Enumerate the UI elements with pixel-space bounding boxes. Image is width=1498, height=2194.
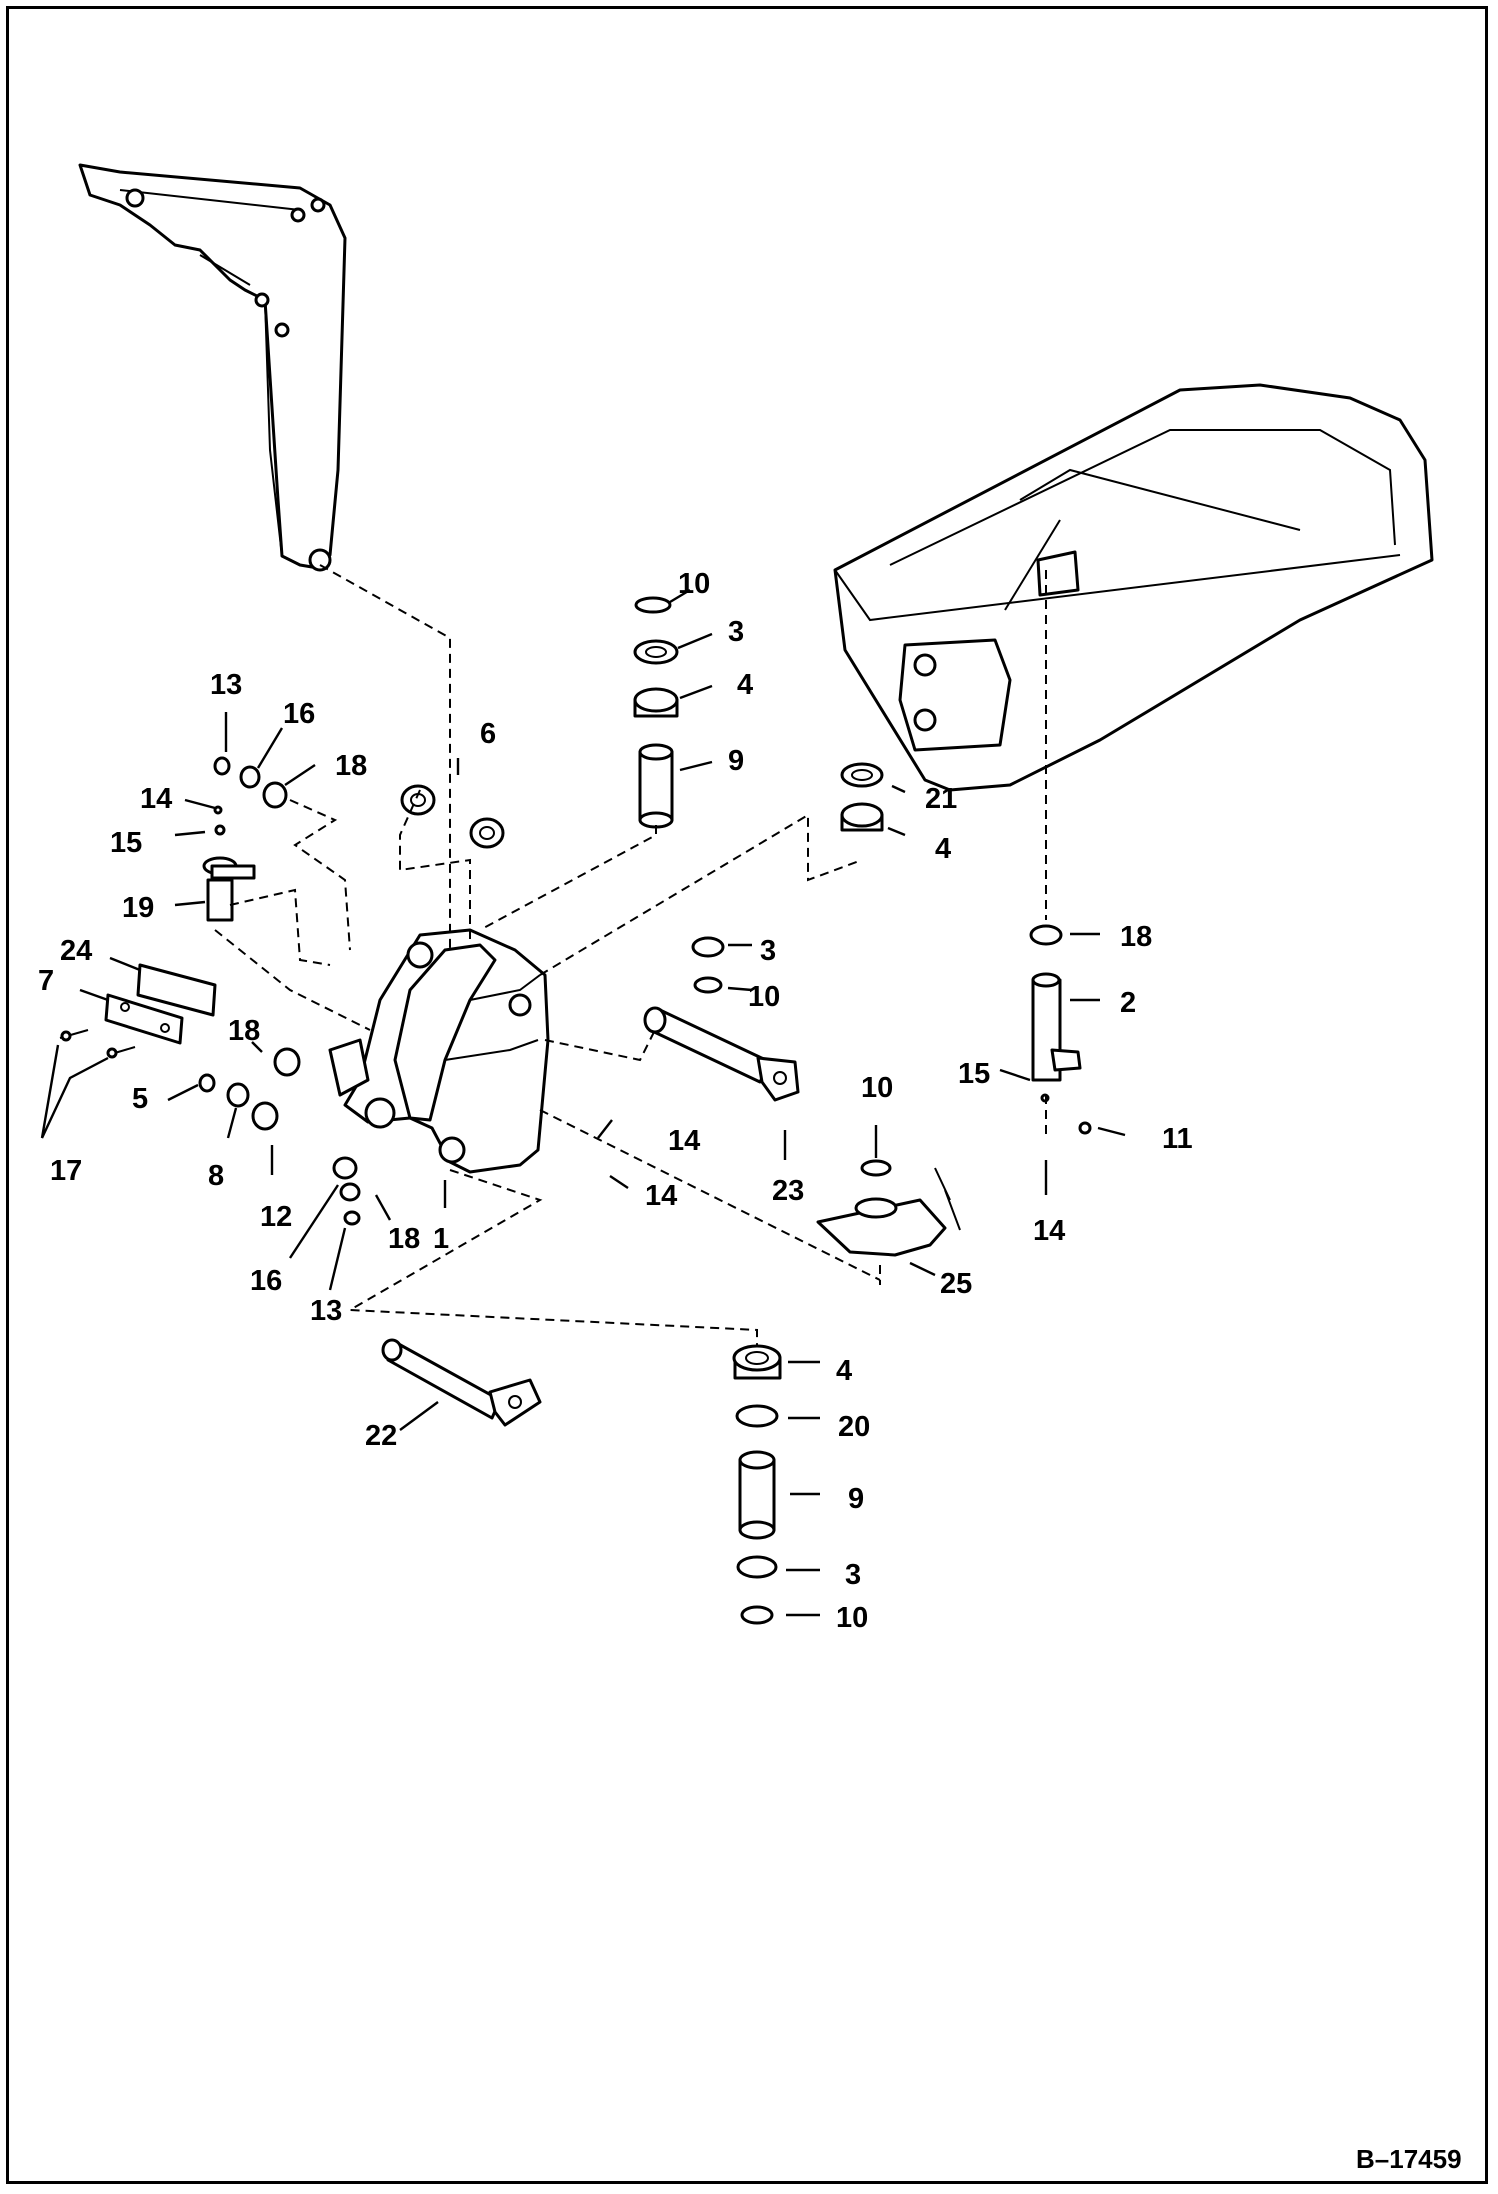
callout-24: 24 [60,935,92,967]
callout-11: 11 [1162,1123,1193,1155]
cover-plates [59,963,217,1059]
figure-id: B–17459 [1356,2144,1462,2174]
callout-9-bottom: 9 [848,1483,864,1515]
callout-18-left: 18 [228,1015,260,1047]
callout-18-top-left: 18 [335,750,367,782]
callout-14-lower: 14 [645,1180,677,1212]
cylinder-stack-bottom [732,1344,782,1625]
callout-21: 21 [925,783,957,815]
callout-14-left: 14 [140,783,172,815]
callout-10-mid: 10 [748,981,780,1013]
callout-labels: 10 3 4 9 13 16 18 14 15 19 6 24 7 18 5 8… [38,568,1193,1634]
callout-10-bottom: 10 [836,1602,868,1634]
washer-set-bottom-left [332,1156,361,1226]
callout-15-left: 15 [110,827,142,859]
callout-10-right: 10 [861,1072,893,1104]
callout-10-top: 10 [678,568,710,600]
callout-3-top: 3 [728,616,744,648]
bushings-6 [400,784,505,849]
callout-1: 1 [433,1223,449,1255]
pin-2 [1029,924,1092,1135]
callout-3-mid: 3 [760,935,776,967]
pin-23 [643,1006,800,1102]
upper-frame [833,383,1434,792]
washer-set-left [198,1047,301,1131]
swing-bracket [328,928,550,1174]
cylinder-stack-top [633,596,679,829]
callout-12: 12 [260,1201,292,1233]
callout-2: 2 [1120,987,1136,1019]
callout-16-top-left: 16 [283,698,315,730]
callout-23: 23 [772,1175,804,1207]
callout-25: 25 [940,1268,972,1300]
callout-19: 19 [122,892,154,924]
callout-5: 5 [132,1083,148,1115]
callout-22: 22 [365,1420,397,1452]
callout-4-right: 4 [935,833,951,865]
callout-7: 7 [38,965,54,997]
callout-9-top: 9 [728,745,744,777]
diagram-border [6,6,1488,2184]
callout-8: 8 [208,1160,224,1192]
callout-18-bottom: 18 [388,1223,420,1255]
callout-13-top-left: 13 [210,669,242,701]
callout-4-top: 4 [737,669,753,701]
callout-3-bottom: 3 [845,1559,861,1591]
callout-4-bottom: 4 [836,1355,852,1387]
plate-25 [816,1159,961,1257]
callout-17: 17 [50,1155,82,1187]
callout-20: 20 [838,1411,870,1443]
bushings-21-4 [840,762,884,832]
callout-15-right: 15 [958,1058,990,1090]
callout-13-bottom: 13 [310,1295,342,1327]
washers-3-10-mid [691,936,725,994]
callout-14-right: 14 [1033,1215,1065,1247]
callout-6: 6 [480,718,496,750]
pin-19 [202,805,256,922]
leader-lines [40,588,1126,1617]
callout-14-mid: 14 [668,1125,700,1157]
pin-22 [381,1338,542,1427]
assembly-lines [214,564,1047,1345]
washer-set-top-left [213,756,288,809]
callout-18-right: 18 [1120,921,1152,953]
callout-16-bottom: 16 [250,1265,282,1297]
boom-arm [78,163,347,572]
